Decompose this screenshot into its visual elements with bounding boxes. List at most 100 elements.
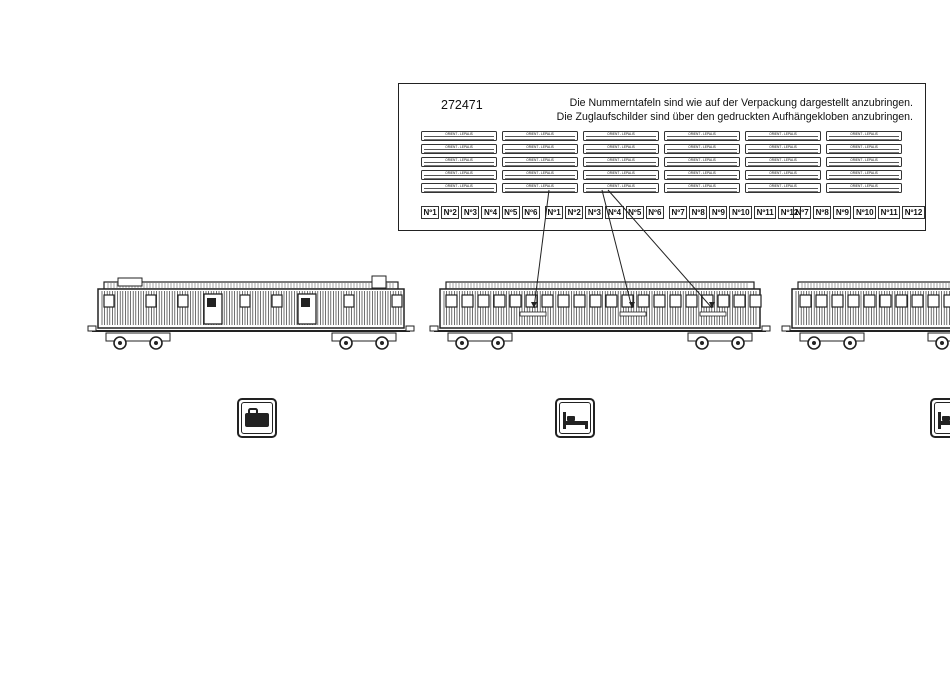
route-plate: ORIENT - LEPALIS xyxy=(745,157,821,167)
route-plate-text: ORIENT - LEPALIS xyxy=(850,170,878,175)
number-plate: Nº4 xyxy=(605,206,624,219)
wheel xyxy=(455,336,469,350)
sleeping-car-2-window xyxy=(895,294,908,308)
route-plate: ORIENT - LEPALIS xyxy=(502,131,578,141)
route-plate: ORIENT - LEPALIS xyxy=(502,157,578,167)
sleeping-car-1-window xyxy=(701,294,714,308)
wheel xyxy=(695,336,709,350)
sleeping-car-2-window xyxy=(879,294,892,308)
number-plate: Nº1 xyxy=(545,206,564,219)
bed-icon xyxy=(555,398,595,438)
route-plate: ORIENT - LEPALIS xyxy=(583,131,659,141)
pointer-arrow xyxy=(531,302,537,308)
sleeping-car-2-roof xyxy=(797,281,950,290)
sleeping-car-1-window xyxy=(493,294,506,308)
sleeping-car-1-window xyxy=(685,294,698,308)
number-plate: Nº10 xyxy=(729,206,753,219)
route-plate-text: ORIENT - LEPALIS xyxy=(607,131,635,136)
sleeping-car-1-window xyxy=(589,294,602,308)
sleeping-car-1-window xyxy=(717,294,730,308)
sleeping-car-2-window xyxy=(911,294,924,308)
instruction-line-1: Die Nummerntafeln sind wie auf der Verpa… xyxy=(569,97,913,109)
number-plate: Nº10 xyxy=(853,206,877,219)
sleeping-car-1-window xyxy=(541,294,554,308)
wheel xyxy=(935,336,949,350)
wheel-hub xyxy=(460,341,464,345)
sleeping-car-2-window xyxy=(847,294,860,308)
route-plate: ORIENT - LEPALIS xyxy=(664,131,740,141)
route-plate-mount xyxy=(699,311,727,317)
sleeping-car-1-window xyxy=(525,294,538,308)
bogie-frame xyxy=(927,332,950,342)
number-plate: Nº12 xyxy=(902,206,925,219)
luggage-van-buffer-right xyxy=(405,325,415,332)
number-plate: Nº6 xyxy=(645,206,664,219)
number-plate: Nº5 xyxy=(625,206,644,219)
route-plate-text: ORIENT - LEPALIS xyxy=(850,157,878,162)
sleeping-car-2-buffer-left xyxy=(781,325,791,332)
route-plate-text: ORIENT - LEPALIS xyxy=(445,183,473,188)
sleeping-car-2-window xyxy=(927,294,940,308)
pointer-arrow xyxy=(709,302,715,308)
route-plate-text: ORIENT - LEPALIS xyxy=(445,170,473,175)
wheel-hub xyxy=(700,341,704,345)
wheel xyxy=(843,336,857,350)
route-plate-text: ORIENT - LEPALIS xyxy=(850,144,878,149)
bogie-frame xyxy=(105,332,171,342)
number-plate: Nº7 xyxy=(793,206,812,219)
wheel-hub xyxy=(118,341,122,345)
roof-lantern xyxy=(117,277,143,287)
route-plates-sheet: ORIENT - LEPALIS ORIENT - LEPALIS ORIENT -… xyxy=(421,131,905,195)
number-plate: Nº4 xyxy=(481,206,500,219)
number-plate: Nº8 xyxy=(813,206,832,219)
route-plate-text: ORIENT - LEPALIS xyxy=(688,144,716,149)
luggage-van-window xyxy=(271,294,283,308)
roof-box xyxy=(371,275,387,289)
route-plate-text: ORIENT - LEPALIS xyxy=(607,157,635,162)
sleeping-car-1-roof xyxy=(445,281,755,290)
route-plate: ORIENT - LEPALIS xyxy=(583,183,659,193)
number-plate: Nº9 xyxy=(833,206,852,219)
luggage-van-door-window xyxy=(207,298,216,307)
number-plate: Nº5 xyxy=(501,206,520,219)
route-plate-text: ORIENT - LEPALIS xyxy=(850,183,878,188)
bogie-frame xyxy=(799,332,865,342)
route-plate-text: ORIENT - LEPALIS xyxy=(688,183,716,188)
bogie-frame xyxy=(687,332,753,342)
luggage-van-window xyxy=(145,294,157,308)
wheel-hub xyxy=(344,341,348,345)
number-plate: Nº11 xyxy=(878,206,901,219)
route-plate-text: ORIENT - LEPALIS xyxy=(769,183,797,188)
route-plate-text: ORIENT - LEPALIS xyxy=(688,170,716,175)
wheel-hub xyxy=(848,341,852,345)
wheel xyxy=(731,336,745,350)
number-plate: Nº7 xyxy=(669,206,688,219)
route-plate: ORIENT - LEPALIS xyxy=(826,183,902,193)
route-plate-text: ORIENT - LEPALIS xyxy=(688,157,716,162)
sleeping-car-1-window xyxy=(749,294,762,308)
route-plate: ORIENT - LEPALIS xyxy=(502,170,578,180)
route-plate: ORIENT - LEPALIS xyxy=(421,170,497,180)
wheel xyxy=(113,336,127,350)
route-plate-text: ORIENT - LEPALIS xyxy=(769,144,797,149)
route-plate: ORIENT - LEPALIS xyxy=(826,144,902,154)
sleeping-car-1-window xyxy=(653,294,666,308)
luggage-van-door xyxy=(297,293,317,325)
sleeping-car-1-buffer-left xyxy=(429,325,439,332)
luggage-van-roof xyxy=(103,281,399,290)
sleeping-car-1-window xyxy=(621,294,634,308)
wheel xyxy=(807,336,821,350)
bogie-frame xyxy=(331,332,397,342)
wheel-hub xyxy=(940,341,944,345)
luggage-van-body xyxy=(97,288,405,329)
route-plate-text: ORIENT - LEPALIS xyxy=(526,183,554,188)
route-plate: ORIENT - LEPALIS xyxy=(745,144,821,154)
route-plate-mount xyxy=(619,311,647,317)
sleeping-car-2-window xyxy=(863,294,876,308)
route-plate: ORIENT - LEPALIS xyxy=(664,170,740,180)
number-plate: Nº2 xyxy=(565,206,584,219)
route-plate: ORIENT - LEPALIS xyxy=(664,157,740,167)
route-plate-text: ORIENT - LEPALIS xyxy=(526,170,554,175)
